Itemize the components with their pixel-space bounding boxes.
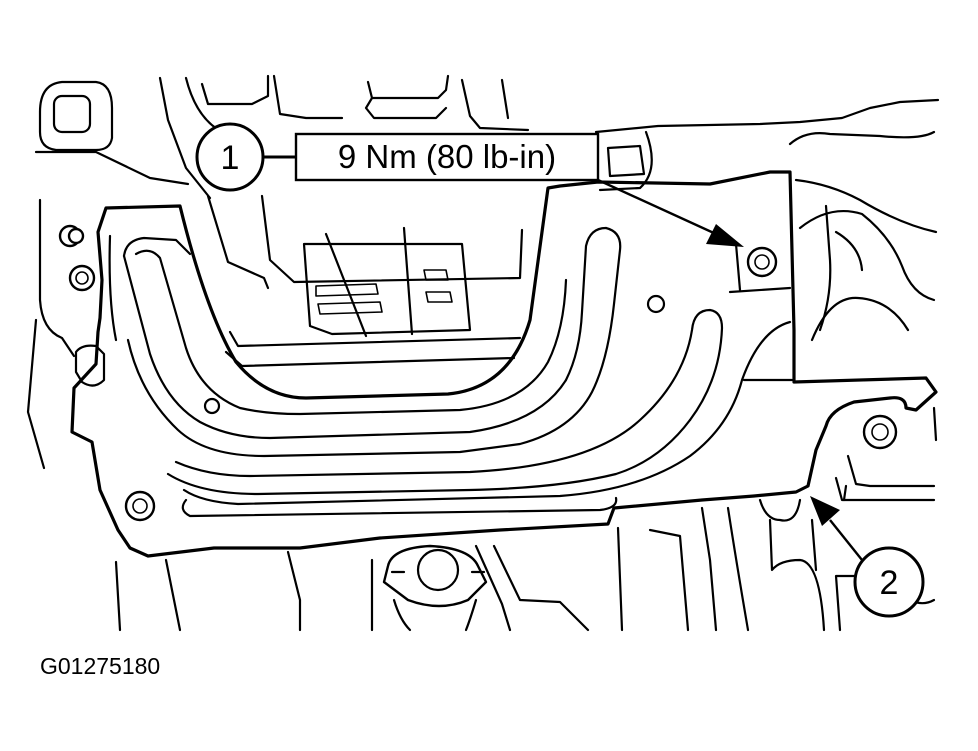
bolt-2-icon <box>862 414 898 450</box>
bolt-1-icon <box>746 246 778 278</box>
torque-spec-box <box>294 132 600 182</box>
figure-id: G01275180 <box>40 653 160 679</box>
callout-2: 2 <box>810 496 925 618</box>
callout-1: 1 9 Nm (80 lb-in) <box>195 122 744 247</box>
mounting-bracket <box>70 170 938 558</box>
fasteners <box>746 246 898 450</box>
background-structure <box>26 74 940 632</box>
callout-2-arrow-line <box>829 519 863 561</box>
callout-1-arrowhead-icon <box>706 224 744 247</box>
torque-spec-text: 9 Nm (80 lb-in) <box>338 138 556 175</box>
callout-1-arrow-line <box>597 178 717 236</box>
callout-2-circle <box>853 546 925 618</box>
callout-2-arrowhead-icon <box>810 496 840 526</box>
callout-1-number: 1 <box>221 139 240 177</box>
callout-2-number: 2 <box>880 564 899 602</box>
